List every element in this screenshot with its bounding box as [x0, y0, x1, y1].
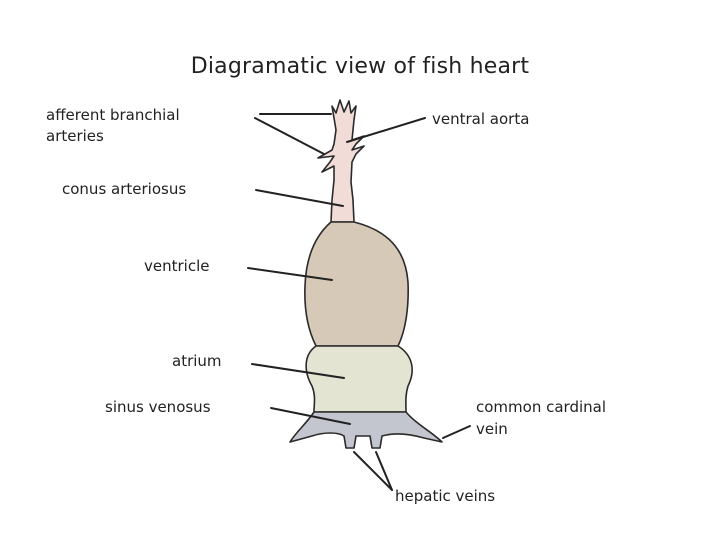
- label-ventral-aorta: ventral aorta: [432, 110, 530, 128]
- sinus-venosus-shape: [289, 411, 443, 449]
- leader-cardinal: [442, 425, 471, 439]
- label-sinus-venosus: sinus venosus: [105, 398, 211, 416]
- leader-hepatic-left: [353, 451, 393, 491]
- leader-hepatic-right: [375, 451, 393, 491]
- leader-afferent-bottom: [254, 117, 325, 155]
- label-conus-arteriosus: conus arteriosus: [62, 180, 187, 198]
- label-ventricle: ventricle: [144, 257, 210, 275]
- ventral-aorta-shape: [317, 99, 365, 223]
- atrium-shape: [305, 345, 413, 413]
- leader-ventral-aorta: [346, 117, 426, 143]
- label-common-cardinal: common cardinal: [476, 398, 606, 416]
- label-hepatic-veins: hepatic veins: [395, 487, 496, 505]
- diagram-title: Diagramatic view of fish heart: [190, 54, 530, 79]
- label-vein: vein: [476, 420, 508, 438]
- label-atrium: atrium: [172, 352, 222, 370]
- ventricle-shape: [304, 221, 409, 347]
- leader-conus: [255, 189, 344, 207]
- leader-ventricle: [247, 267, 333, 281]
- label-arteries: arteries: [46, 127, 104, 145]
- leader-sinus: [270, 407, 351, 425]
- label-afferent-branchial: afferent branchial: [46, 106, 180, 124]
- leader-atrium: [251, 363, 345, 379]
